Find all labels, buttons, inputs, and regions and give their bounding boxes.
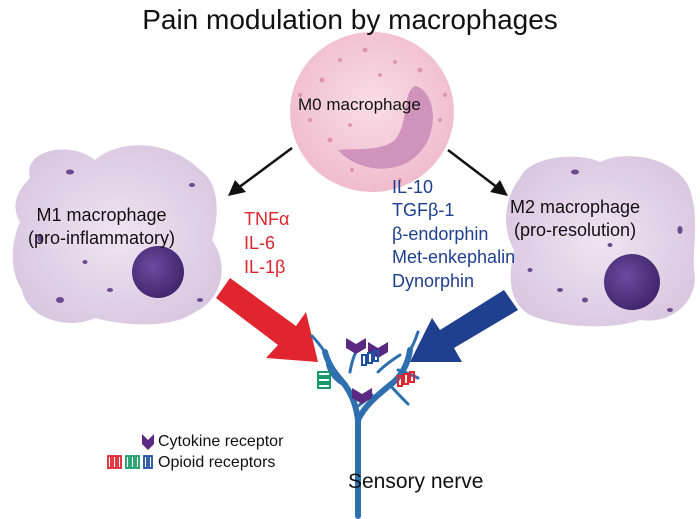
m2-mediator-list: IL-10 TGFβ-1 β-endorphin Met-enkephalin …	[392, 176, 515, 293]
m2-label: M2 macrophage (pro-resolution)	[510, 196, 640, 243]
m2-label-line2: (pro-resolution)	[514, 220, 637, 241]
m1-mediator: TNFα	[244, 209, 290, 229]
m1-label-line1: M1 macrophage	[36, 205, 167, 225]
m0-macrophage-cell	[290, 32, 454, 192]
m1-mediator-list: TNFα IL-6 IL-1β	[244, 208, 289, 280]
m2-mediator: TGFβ-1	[392, 200, 455, 221]
legend-cytokine-icon	[142, 434, 154, 450]
opioid-receptor-marks	[317, 350, 415, 389]
m0-label: M0 macrophage	[298, 95, 421, 114]
m1-nucleus	[132, 246, 184, 298]
sensory-nerve-label: Sensory nerve	[348, 470, 484, 493]
legend-opioid-label: Opioid receptors	[158, 454, 276, 471]
sensory-nerve	[310, 330, 420, 519]
m1-inclusions	[37, 169, 203, 303]
legend-cytokine-label: Cytokine receptor	[158, 433, 284, 450]
m0-to-m1-arrow	[228, 146, 293, 196]
m2-label-line1: M2 macrophage	[510, 197, 641, 217]
m0-nucleus	[338, 86, 433, 169]
legend-opioid-icons	[107, 455, 153, 469]
m1-macrophage-cell	[12, 145, 222, 325]
diagram-title: Pain modulation by macrophages	[142, 4, 558, 35]
m0-to-m2-arrow	[447, 149, 508, 196]
m2-macrophage-cell	[506, 156, 696, 327]
cytokine-receptor-marks	[346, 338, 388, 404]
m0-granules	[298, 47, 447, 182]
m1-to-nerve-arrow	[216, 278, 318, 362]
m1-mediator: IL-6	[244, 232, 276, 253]
m2-mediator: Met-enkephalin	[392, 247, 516, 268]
m1-label-line2: (pro-inflammatory)	[28, 228, 176, 249]
m2-mediator: Dynorphin	[392, 270, 475, 291]
m1-mediator: IL-1β	[244, 256, 286, 277]
m2-nucleus	[604, 254, 660, 310]
m2-to-nerve-arrow	[410, 290, 518, 362]
m2-mediator: β-endorphin	[392, 223, 489, 244]
m1-label: M1 macrophage (pro-inflammatory)	[28, 204, 175, 251]
m2-inclusions	[527, 169, 683, 312]
m2-mediator: IL-10	[392, 177, 434, 197]
